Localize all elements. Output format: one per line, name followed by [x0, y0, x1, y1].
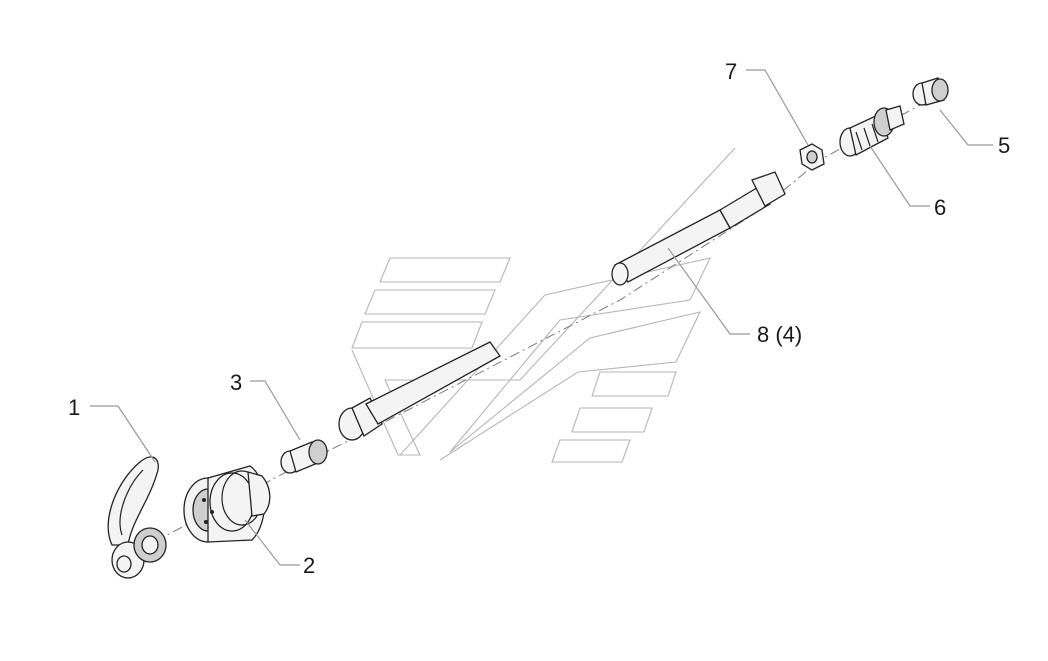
callout-6: 6: [934, 195, 946, 220]
callout-5: 5: [998, 133, 1010, 158]
callout-7: 7: [725, 59, 737, 84]
leader-1: [90, 405, 156, 463]
part-1-pin: [107, 456, 167, 579]
callout-1: 1: [68, 395, 80, 420]
part-6-bulkhead-fitting: [839, 105, 905, 157]
leader-2: [244, 519, 300, 566]
leader-6: [869, 145, 930, 207]
part-2-quick-coupler: [183, 465, 271, 543]
callout-8: 8 (4): [757, 322, 802, 347]
callout-2: 2: [303, 553, 315, 578]
leader-8: [667, 247, 750, 335]
part-8-hose: [338, 171, 786, 441]
leader-7: [746, 69, 809, 146]
leader-5: [939, 109, 993, 146]
watermark-logo: [351, 147, 736, 463]
part-3-adapter: [280, 439, 328, 474]
part-7-nut: [799, 143, 825, 171]
callout-3: 3: [230, 370, 242, 395]
part-5-cap: [912, 77, 949, 106]
leader-3: [250, 380, 301, 441]
